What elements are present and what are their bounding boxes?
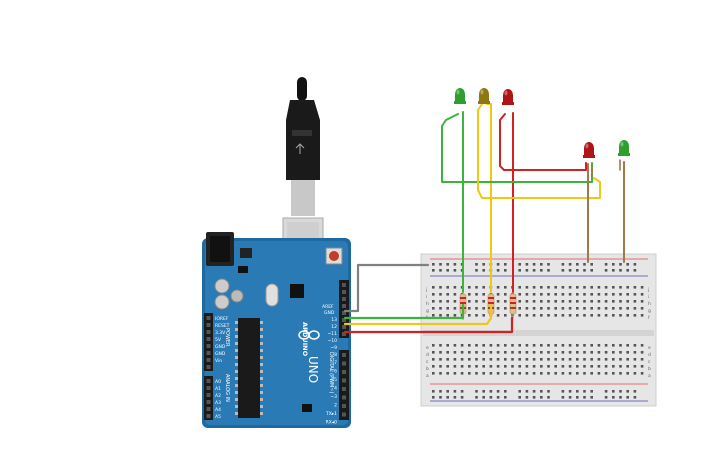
pin-label: 4	[334, 386, 337, 392]
reset-button[interactable]	[329, 251, 339, 261]
arduino-infinity-icon	[298, 330, 320, 340]
pin-label: ~5	[330, 377, 337, 383]
row-letter: f	[648, 315, 650, 321]
pin-label: 12	[331, 324, 337, 330]
row-letter: b	[648, 366, 651, 372]
pin-label: Vin	[215, 358, 222, 364]
row-letter: h	[648, 301, 651, 307]
analog-header[interactable]	[204, 376, 213, 420]
row-letter: i	[648, 294, 649, 300]
pin-label: 8	[334, 352, 337, 358]
row-letter: g	[648, 309, 651, 314]
row-letter: i	[426, 294, 427, 300]
row-letter: c	[426, 360, 429, 365]
atmega-chip	[238, 318, 260, 418]
pin-label: A3	[215, 400, 221, 406]
row-letter: h	[426, 301, 429, 307]
pin-label: ~9	[330, 345, 337, 351]
row-letter: d	[426, 352, 429, 358]
digital-label: DIGITAL (PWM~)	[328, 352, 334, 394]
pin-label: 5V	[215, 337, 222, 343]
led-yellow[interactable]	[478, 88, 490, 104]
digital-header-top[interactable]	[339, 280, 349, 338]
led-green-1[interactable]	[454, 88, 466, 104]
usb-cable	[282, 77, 324, 265]
row-letter: a	[426, 374, 429, 379]
row-letter: a	[648, 374, 651, 379]
row-letter: g	[426, 309, 429, 314]
led-green-2[interactable]	[618, 140, 630, 156]
wire-gnd[interactable]	[343, 263, 430, 313]
wire-green-loop[interactable]	[441, 113, 593, 183]
pin-label: TX▸1	[325, 411, 337, 417]
pin-label: RESET	[215, 323, 230, 329]
analog-label: ANALOG IN	[224, 374, 230, 402]
gnd-label: GND	[324, 310, 335, 316]
row-letter: c	[648, 360, 651, 365]
pin-label: GND	[215, 344, 226, 350]
pin-label: 13	[331, 317, 337, 323]
wire-yellow-12[interactable]	[343, 303, 493, 326]
pin-label: 2	[334, 403, 337, 409]
power-header[interactable]	[204, 313, 213, 371]
wire-yellow-loop[interactable]	[477, 103, 601, 199]
pin-label: 3.3V	[215, 330, 226, 336]
row-letter: b	[426, 366, 429, 372]
pin-label: ~6	[330, 369, 337, 375]
usb-chip	[290, 284, 304, 298]
row-letter: j	[647, 287, 649, 293]
pin-label: ~3	[330, 394, 337, 400]
crystal	[265, 283, 279, 307]
pin-label: A5	[215, 414, 221, 420]
wire-red-loop[interactable]	[499, 113, 587, 171]
pin-label: IOREF	[215, 316, 229, 322]
pin-label: ~11	[328, 331, 338, 337]
pin-label: A1	[215, 386, 221, 392]
capacitor	[214, 294, 230, 310]
led-red-1[interactable]	[502, 89, 514, 105]
pin-label: A0	[215, 379, 221, 385]
capacitor	[214, 278, 230, 294]
resistor[interactable]	[509, 289, 517, 320]
digital-header-bottom[interactable]	[339, 350, 349, 420]
row-letter: d	[648, 352, 651, 358]
power-label: POWER	[224, 328, 230, 347]
row-letter: j	[425, 287, 427, 293]
pin-label: ~10	[328, 338, 338, 344]
pin-label: 7	[334, 360, 337, 366]
wire-green-13[interactable]	[343, 303, 465, 320]
wire-red-11[interactable]	[343, 316, 514, 334]
led-red-2[interactable]	[583, 142, 595, 158]
pin-label: GND	[215, 351, 226, 357]
icsp-header	[238, 266, 312, 412]
row-letter: e	[426, 346, 429, 351]
pin-label: RX◂0	[326, 420, 337, 426]
usb-icon	[295, 143, 305, 154]
pin-label: A4	[215, 407, 221, 413]
aref-label: AREF	[322, 304, 334, 310]
arduino-model-text: UNO	[306, 356, 320, 383]
pin-label: A2	[215, 393, 221, 399]
row-letter: e	[648, 346, 651, 351]
